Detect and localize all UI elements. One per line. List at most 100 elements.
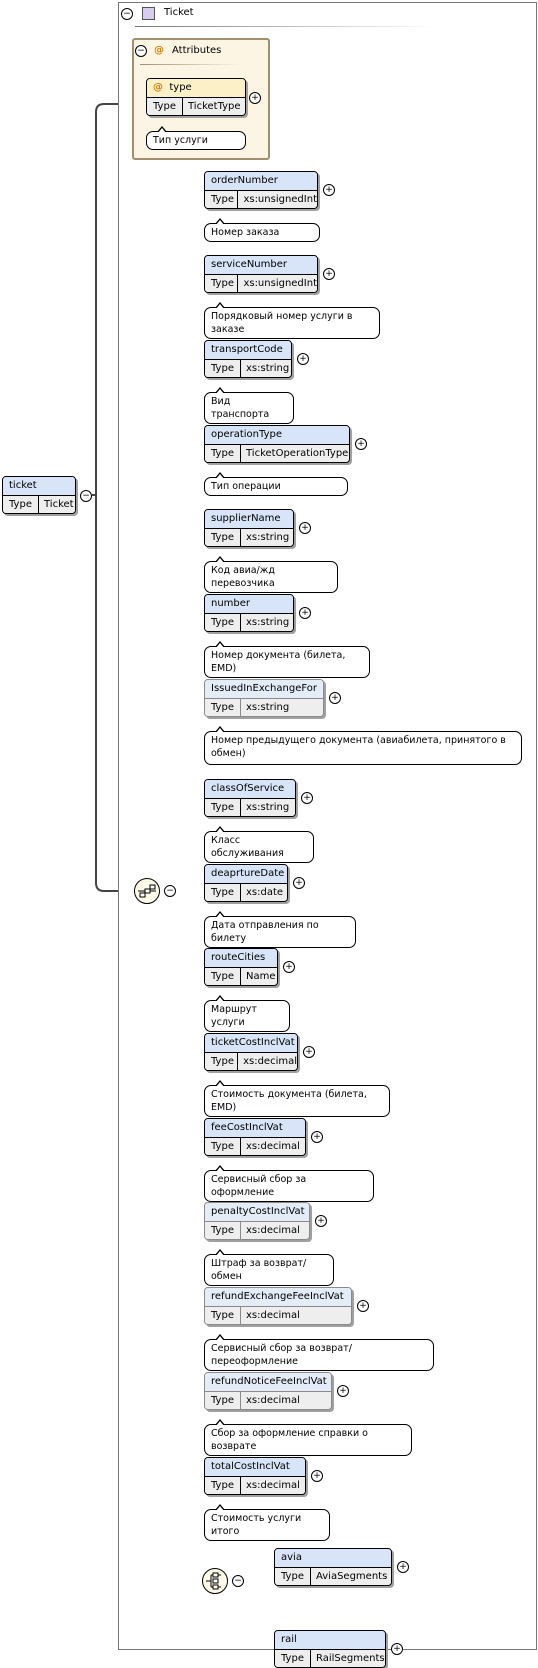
element-documentation: Вид транспорта	[204, 387, 294, 424]
element-type-value: xs:date	[246, 887, 284, 898]
element-type-label: Type	[275, 1650, 311, 1667]
element-type-label: Type	[205, 1477, 241, 1494]
element-name: IssuedInExchangeFor	[205, 680, 323, 699]
expand-sequence-element-button[interactable]: +	[355, 438, 367, 450]
expand-sequence-element-button[interactable]: +	[283, 961, 295, 973]
expand-sequence-element-button[interactable]: +	[357, 1300, 369, 1312]
collapse-root-button[interactable]: −	[80, 490, 92, 502]
expand-sequence-element-button[interactable]: +	[293, 877, 305, 889]
element-type-label: Type	[205, 1307, 241, 1324]
element-name: deaprtureDate	[205, 865, 287, 884]
element-type-label: Type	[205, 799, 241, 816]
attribute-type-label: Type	[147, 98, 183, 115]
expand-sequence-element-button[interactable]: +	[303, 1046, 315, 1058]
element-name: totalCostInclVat	[205, 1458, 305, 1477]
element-type-value: AviaSegments	[316, 1571, 388, 1582]
element-name: orderNumber	[205, 172, 317, 191]
collapse-ticket-type-button[interactable]: −	[121, 8, 133, 20]
element-type-value: xs:decimal	[246, 1141, 300, 1152]
element-type-value: xs:decimal	[246, 1225, 300, 1236]
expand-choice-element-button[interactable]: +	[391, 1643, 403, 1655]
element-name: avia	[275, 1549, 391, 1568]
expand-sequence-element-button[interactable]: +	[297, 353, 309, 365]
expand-sequence-element-button[interactable]: +	[311, 1131, 323, 1143]
element-documentation: Стоимость документа (билета, EMD)	[204, 1080, 390, 1117]
element-type-label: Type	[205, 275, 239, 292]
element-type-value: Name	[246, 971, 276, 982]
element-documentation: Сервисный сбор за возврат/переоформление	[204, 1334, 434, 1371]
element-name: penaltyCostInclVat	[205, 1203, 309, 1222]
expand-sequence-element-button[interactable]: +	[337, 1385, 349, 1397]
sequence-compositor-icon[interactable]	[134, 878, 160, 904]
expand-sequence-element-button[interactable]: +	[329, 692, 341, 704]
expand-choice-element-button[interactable]: +	[397, 1561, 409, 1573]
element-type-value: RailSegments	[316, 1653, 385, 1664]
element-name: classOfService	[205, 780, 295, 799]
expand-sequence-element-button[interactable]: +	[299, 522, 311, 534]
sequence-glyph	[138, 884, 156, 898]
element-type-label: Type	[205, 968, 241, 985]
element-type-label: Type	[205, 884, 241, 901]
element-name: ticketCostInclVat	[205, 1034, 297, 1053]
element-type-value: xs:string	[246, 532, 290, 543]
expand-sequence-element-button[interactable]: +	[299, 607, 311, 619]
element-name: refundNoticeFeeInclVat	[205, 1373, 331, 1392]
attribute-at-icon: @	[153, 82, 163, 93]
element-type-label: Type	[205, 191, 239, 208]
choice-compositor-icon[interactable]	[202, 1568, 228, 1594]
element-documentation: Стоимость услуги итого	[204, 1504, 330, 1541]
complex-type-icon	[142, 7, 155, 20]
ticket-type-title-divider	[135, 26, 435, 27]
element-type-label: Type	[205, 1138, 241, 1155]
expand-sequence-element-button[interactable]: +	[323, 268, 335, 280]
element-documentation: Маршрут услуги	[204, 995, 290, 1032]
element-documentation: Номер документа (билета, EMD)	[204, 641, 370, 678]
collapse-attributes-button[interactable]: −	[135, 45, 147, 57]
element-type-label: Type	[205, 614, 241, 631]
element-type-label: Type	[205, 1222, 241, 1239]
expand-attribute-type-button[interactable]: +	[249, 92, 261, 104]
element-type-value: xs:string	[246, 617, 290, 628]
element-name: routeCities	[205, 949, 277, 968]
element-name: operationType	[205, 426, 349, 445]
expand-sequence-element-button[interactable]: +	[315, 1215, 327, 1227]
root-type-value: Ticket	[44, 499, 74, 510]
attributes-label: Attributes	[172, 45, 222, 56]
attribute-type-value: TicketType	[188, 101, 241, 112]
collapse-choice-button[interactable]: −	[232, 1575, 244, 1587]
expand-sequence-element-button[interactable]: +	[311, 1470, 323, 1482]
attribute-type-doc: Тип услуги	[146, 126, 246, 150]
element-type-value: xs:decimal	[246, 1310, 300, 1321]
root-type-label: Type	[3, 496, 39, 513]
expand-sequence-element-button[interactable]: +	[323, 184, 335, 196]
expand-sequence-element-button[interactable]: +	[301, 792, 313, 804]
element-documentation: Номер заказа	[204, 218, 320, 242]
element-type-value: xs:decimal	[246, 1395, 300, 1406]
element-name: transportCode	[205, 341, 291, 360]
collapse-sequence-button[interactable]: −	[164, 885, 176, 897]
attributes-divider	[140, 64, 240, 65]
element-type-value: xs:unsignedInt	[243, 278, 317, 289]
element-name: refundExchangeFeeInclVat	[205, 1288, 351, 1307]
attributes-at-icon: @	[154, 45, 164, 56]
